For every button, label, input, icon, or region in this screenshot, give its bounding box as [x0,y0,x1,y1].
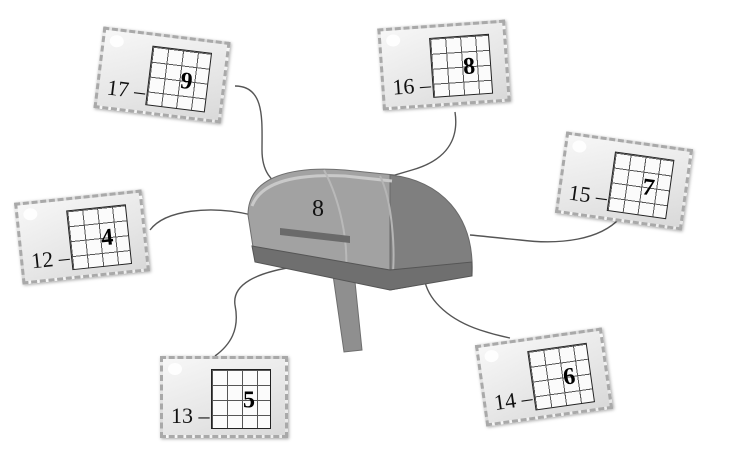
card-expression: 12 – [29,244,71,274]
card-expression: 16 – [391,71,432,100]
connector-14 [424,281,511,339]
connector-17 [234,85,283,187]
card-13: 13 – 5 [160,356,288,438]
card-12: 12 – 4 [14,189,150,285]
card-answer: 5 [243,387,255,414]
card-16: 16 – 8 [377,19,511,111]
post-icon [332,271,363,353]
card-corner-mark [109,34,125,49]
connector-15 [469,217,621,243]
card-corner-mark [22,207,38,221]
answer-grid [211,369,271,429]
connector-16 [377,111,457,181]
answer-grid [527,342,595,411]
card-expression: 14 – [492,384,534,416]
answer-grid [606,151,675,220]
card-15: 15 – 7 [554,131,694,231]
card-corner-mark [483,349,500,364]
mailbox-icon [247,168,473,353]
card-corner-mark [571,139,588,154]
card-17: 17 – 9 [93,26,231,124]
answer-grid [145,45,213,113]
card-corner-mark [385,34,401,47]
card-expression: 13 – [171,403,210,428]
card-corner-mark [168,363,182,375]
answer-grid [66,204,133,271]
connector-12 [149,209,253,231]
card-expression: 17 – [105,74,147,105]
answer-grid [429,33,494,98]
connector-13 [214,265,301,357]
card-answer: 8 [462,53,477,81]
card-expression: 15 – [567,179,609,210]
mailbox-number: 8 [312,196,324,222]
